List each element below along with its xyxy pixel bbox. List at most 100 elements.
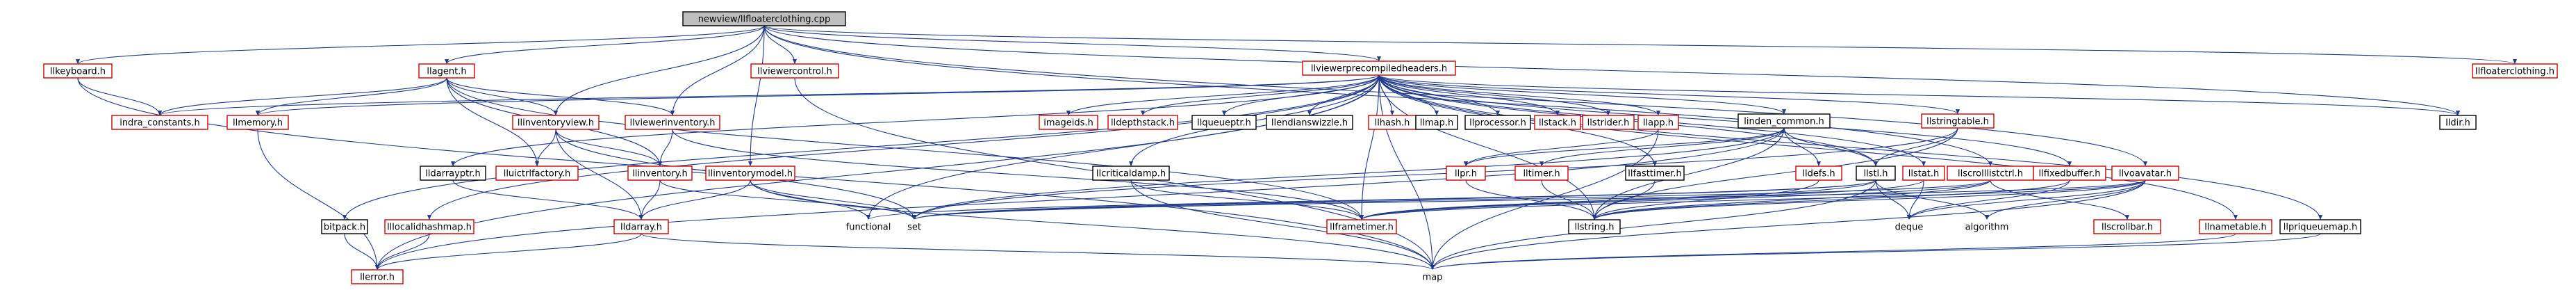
node-box-lltimer bbox=[1514, 166, 1569, 181]
node-box-llapp bbox=[1637, 115, 1679, 130]
edge-llscrollliststrl-to-set bbox=[912, 179, 1991, 220]
node-imageids[interactable]: imageids.h bbox=[1039, 115, 1098, 130]
node-label-llstat: llstat.h bbox=[1908, 169, 1940, 179]
edge-llinventoryview-to-lluictrlfactory bbox=[534, 129, 556, 167]
node-box-llstat bbox=[1902, 166, 1945, 181]
node-llfixedbuffer[interactable]: llfixedbuffer.h bbox=[2033, 166, 2106, 181]
node-box-set bbox=[896, 219, 932, 234]
node-label-llapp: llapp.h bbox=[1643, 118, 1674, 129]
node-lldarray[interactable]: lldarray.h bbox=[613, 219, 669, 234]
edge-llstringtable-to-set bbox=[912, 127, 1958, 220]
node-lldepthstack[interactable]: lldepthstack.h bbox=[1107, 115, 1178, 130]
node-llpr[interactable]: llpr.h bbox=[1446, 166, 1486, 181]
edge-llviewerprecompiledheaders-to-llprocessor bbox=[1378, 74, 1501, 116]
node-bitpack[interactable]: bitpack.h bbox=[321, 219, 368, 234]
node-llfloaterclothing[interactable]: llfloaterclothing.h bbox=[2472, 63, 2558, 79]
node-llagent[interactable]: llagent.h bbox=[418, 63, 475, 79]
node-llstringtable[interactable]: llstringtable.h bbox=[1921, 113, 1995, 129]
node-llpriqueuemap[interactable]: llpriqueuemap.h bbox=[2279, 219, 2361, 234]
node-box-lldarray bbox=[613, 219, 669, 234]
edge-linden_common-to-lltimer bbox=[1539, 127, 1785, 167]
node-llframetimer[interactable]: llframetimer.h bbox=[1326, 219, 1397, 234]
node-llmemory[interactable]: llmemory.h bbox=[226, 115, 289, 130]
edge-llstat-to-llframetimer bbox=[1360, 179, 1924, 220]
node-functional[interactable]: functional bbox=[836, 219, 900, 234]
node-llviewercontrol[interactable]: llviewercontrol.h bbox=[750, 63, 839, 79]
node-box-root bbox=[682, 11, 846, 26]
edge-llinventorymodel-to-lldarray bbox=[638, 179, 751, 220]
node-llendianswizzle[interactable]: llendianswizzle.h bbox=[1266, 115, 1353, 130]
edge-llvoavatar-to-algorithm bbox=[1984, 179, 2146, 220]
node-llstat[interactable]: llstat.h bbox=[1902, 166, 1945, 181]
node-lllocalidhashmap[interactable]: lllocalidhashmap.h bbox=[384, 219, 474, 234]
node-llinventoryview[interactable]: llinventoryview.h bbox=[512, 115, 600, 130]
node-llnametable[interactable]: llnametable.h bbox=[2199, 219, 2272, 234]
node-deque[interactable]: deque bbox=[1885, 219, 1933, 234]
node-llscrollbar[interactable]: llscrollbar.h bbox=[2093, 219, 2161, 234]
node-label-bitpack: bitpack.h bbox=[324, 223, 365, 233]
edge-llviewerprecompiledheaders-to-llmemory bbox=[256, 74, 1380, 116]
node-label-llprocessor: llprocessor.h bbox=[1469, 118, 1526, 129]
edge-llstat-to-deque bbox=[1906, 179, 1924, 220]
edge-lltimer-to-llstring bbox=[1541, 179, 1597, 220]
node-llqueueptr[interactable]: llqueueptr.h bbox=[1191, 115, 1257, 130]
node-label-llscrollliststrl: llscrolllistctrl.h bbox=[1958, 169, 2023, 179]
node-lltimer[interactable]: lltimer.h bbox=[1514, 166, 1569, 181]
node-label-lldarray: lldarray.h bbox=[620, 223, 662, 233]
node-llcriticaldamp[interactable]: llcriticaldamp.h bbox=[1092, 166, 1170, 181]
node-lldir[interactable]: lldir.h bbox=[2439, 115, 2477, 130]
node-llviewerprecompiledheaders[interactable]: llviewerprecompiledheaders.h bbox=[1302, 61, 1456, 76]
node-indra_constants[interactable]: indra_constants.h bbox=[111, 115, 208, 130]
node-label-root: newview/llfloaterclothing.cpp bbox=[698, 15, 831, 25]
edge-llstl-to-deque bbox=[1875, 179, 1912, 220]
node-label-map: map bbox=[1423, 273, 1443, 283]
node-llscrollliststrl[interactable]: llscrolllistctrl.h bbox=[1947, 166, 2034, 181]
node-label-llstack: llstack.h bbox=[1539, 118, 1576, 129]
node-llstl[interactable]: llstl.h bbox=[1856, 166, 1896, 181]
edge-llvoavatar-to-map bbox=[1430, 179, 2146, 271]
node-box-llstl bbox=[1856, 166, 1896, 181]
node-box-llkeyboard bbox=[43, 63, 113, 79]
node-root[interactable]: newview/llfloaterclothing.cpp bbox=[682, 11, 846, 26]
node-box-lluictrlfactory bbox=[495, 166, 579, 181]
node-lluictrlfactory[interactable]: lluictrlfactory.h bbox=[495, 166, 579, 181]
node-lldarrayptr[interactable]: lldarrayptr.h bbox=[420, 166, 486, 181]
node-llapp[interactable]: llapp.h bbox=[1637, 115, 1679, 130]
node-llvoavatar[interactable]: llvoavatar.h bbox=[2111, 166, 2179, 181]
edge-llstringtable-to-llstl bbox=[1873, 127, 1958, 167]
edge-llviewerprecompiledheaders-to-map bbox=[1378, 74, 1435, 271]
node-box-llpr bbox=[1446, 166, 1486, 181]
node-label-llvoavatar: llvoavatar.h bbox=[2119, 169, 2172, 179]
node-box-llstring bbox=[1568, 219, 1621, 234]
node-llstack[interactable]: llstack.h bbox=[1534, 115, 1581, 130]
node-llerror[interactable]: llerror.h bbox=[351, 269, 404, 284]
edge-root-to-lldir bbox=[763, 25, 2460, 116]
node-box-llfloaterclothing bbox=[2472, 63, 2558, 79]
node-llfasttimer[interactable]: llfasttimer.h bbox=[1625, 166, 1685, 181]
node-llhash[interactable]: llhash.h bbox=[1368, 115, 1417, 130]
node-label-llpriqueuemap: llpriqueuemap.h bbox=[2284, 223, 2357, 233]
node-box-llagent bbox=[418, 63, 475, 79]
node-lldefs[interactable]: lldefs.h bbox=[1795, 166, 1842, 181]
node-llviewerinventory[interactable]: llviewerinventory.h bbox=[625, 115, 720, 130]
node-map[interactable]: map bbox=[1412, 269, 1453, 284]
node-llkeyboard[interactable]: llkeyboard.h bbox=[43, 63, 113, 79]
edge-llviewerprecompiledheaders-to-llpriqueuemap bbox=[1378, 74, 2322, 220]
node-label-llpr: llpr.h bbox=[1455, 169, 1477, 179]
node-llmap[interactable]: llmap.h bbox=[1415, 115, 1458, 130]
edge-linden_common-to-llpr bbox=[1464, 127, 1785, 167]
node-linden_common[interactable]: linden_common.h bbox=[1737, 113, 1831, 129]
node-label-llstringtable: llstringtable.h bbox=[1926, 117, 1989, 127]
node-algorithm[interactable]: algorithm bbox=[1956, 219, 2017, 234]
edge-llvoavatar-to-llstring bbox=[1592, 179, 2146, 220]
edge-llfixedbuffer-to-llstring bbox=[1592, 179, 2070, 220]
node-label-llnametable: llnametable.h bbox=[2204, 223, 2266, 233]
node-set[interactable]: set bbox=[896, 219, 932, 234]
node-llprocessor[interactable]: llprocessor.h bbox=[1464, 115, 1531, 130]
node-llstrider[interactable]: llstrider.h bbox=[1582, 115, 1635, 130]
node-label-llscrollbar: llscrollbar.h bbox=[2102, 223, 2153, 233]
node-llstring[interactable]: llstring.h bbox=[1568, 219, 1621, 234]
edge-llkeyboard-to-indra_constants bbox=[77, 77, 163, 116]
node-llinventory[interactable]: llinventory.h bbox=[627, 166, 693, 181]
node-llinventorymodel[interactable]: llinventorymodel.h bbox=[705, 166, 795, 181]
